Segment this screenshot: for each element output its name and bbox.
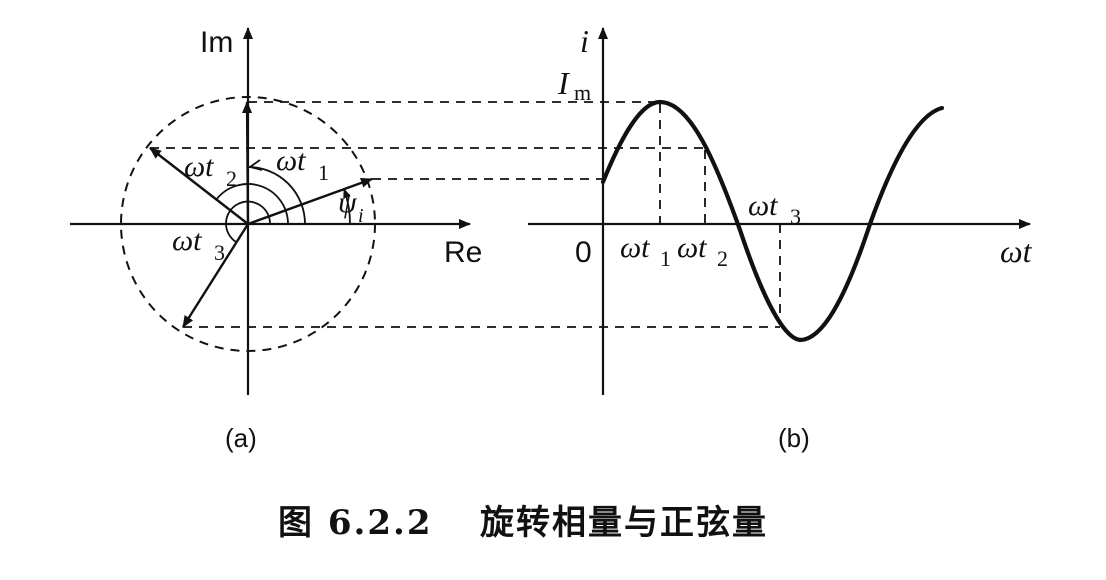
tick-label-t2-sub: 2 [717, 246, 728, 271]
peak-label-sub: m [574, 80, 591, 105]
angle-label-t1-sub: 1 [318, 160, 329, 185]
tick-label-t2: ωt [677, 231, 707, 264]
phasor-t1 [242, 101, 253, 225]
panel-a-tag: (a) [225, 423, 257, 453]
tick-label-t3: ωt [748, 189, 778, 222]
panel-b-tag: (b) [778, 423, 810, 453]
angle-label-t1: ωt [276, 144, 306, 177]
tick-label-t1: ωt [620, 231, 650, 264]
angle-label-t2-sub: 2 [226, 166, 237, 191]
sine-curve [600, 99, 945, 343]
angle-arc-phase [343, 188, 351, 225]
angle-arrow-t1 [247, 159, 263, 171]
phase-label: ψ [338, 186, 358, 219]
phase-label-sub: i [358, 205, 364, 227]
angle-arc-t2 [215, 183, 289, 225]
angle-label-t2: ωt [184, 150, 214, 183]
tick-label-t3-sub: 3 [790, 204, 801, 229]
time-axis-label: ωt [1000, 233, 1033, 269]
figure-caption: 图 6.2.2 旋转相量与正弦量 [278, 503, 768, 543]
phasor-t3 [181, 223, 250, 328]
imag-axis-label: Im [200, 26, 233, 59]
real-axis-label: Re [444, 236, 482, 269]
angle-arc-t1 [247, 166, 306, 225]
panel-b-waveform: i I m 0 ωt 1 ωt 2 ωt 3 ωt (b) [528, 23, 1033, 453]
projection-lines [150, 101, 780, 328]
angle-arc-t3 [225, 200, 271, 243]
angle-label-t3-sub: 3 [214, 240, 225, 265]
figure-title: 旋转相量与正弦量 [480, 503, 768, 543]
angle-label-t3: ωt [172, 224, 202, 257]
peak-label: I [557, 65, 570, 101]
panel-a-phasor: Im Re ωt 2 ωt 1 ψ i ωt 3 (a) [70, 26, 482, 453]
current-axis-label: i [580, 23, 589, 59]
phasor-t2 [149, 147, 249, 225]
origin-label: 0 [575, 236, 592, 269]
tick-label-t1-sub: 1 [660, 246, 671, 271]
figure-number: 图 6.2.2 [278, 503, 432, 543]
